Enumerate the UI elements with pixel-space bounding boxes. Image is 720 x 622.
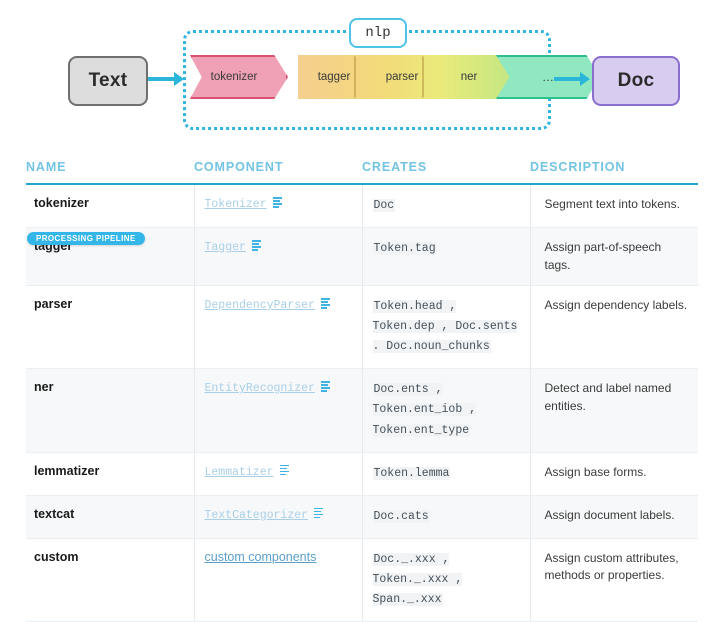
cell-component: DependencyParser bbox=[193, 285, 362, 370]
component-link[interactable]: EntityRecognizer bbox=[204, 382, 315, 396]
column-header-name: NAME bbox=[26, 160, 67, 174]
output-arrow-icon bbox=[554, 72, 590, 86]
cell-description: Assign dependency labels. bbox=[529, 285, 698, 370]
stage-tokenizer-label: tokenizer bbox=[210, 71, 258, 83]
cell-creates: Doc.cats bbox=[361, 495, 530, 539]
doc-icon[interactable] bbox=[320, 297, 330, 309]
stage-tokenizer: tokenizer bbox=[190, 55, 288, 99]
cell-creates: Doc._.xxx , Token._.xxx , Span._.xxx bbox=[361, 538, 530, 622]
table-row: custom custom components Doc._.xxx , Token… bbox=[26, 538, 698, 622]
table-row: parser DependencyParser Token.head , Token… bbox=[26, 285, 698, 370]
column-header-description: DESCRIPTION bbox=[530, 160, 626, 174]
component-link[interactable]: DependencyParser bbox=[204, 298, 315, 312]
cell-component: Tagger bbox=[193, 227, 362, 286]
cell-creates: Token.tag bbox=[361, 227, 530, 286]
table-head: NAME COMPONENT CREATES DESCRIPTION bbox=[26, 160, 698, 184]
stage-ner: ner bbox=[436, 55, 502, 99]
stage-parser-label: parser bbox=[385, 71, 419, 83]
table-row: textcat TextCategorizer Doc.cats Assign doc… bbox=[26, 495, 698, 539]
component-link[interactable]: TextCategorizer bbox=[204, 508, 309, 522]
stage-tagger: tagger bbox=[298, 55, 370, 99]
creates-code: Doc.ents , Token.ent_iob , Token.ent_typ… bbox=[372, 383, 477, 437]
cell-creates: Doc bbox=[361, 184, 530, 229]
doc-icon[interactable] bbox=[279, 464, 289, 476]
cell-component: TextCategorizer bbox=[193, 495, 362, 539]
cell-description: Assign document labels. bbox=[529, 495, 698, 539]
stage-ner-label: ner bbox=[460, 71, 478, 83]
cell-name: custom bbox=[26, 538, 194, 622]
nlp-label-text: nlp bbox=[365, 25, 391, 41]
cell-description: Assign base forms. bbox=[529, 452, 698, 496]
creates-code: Doc.cats bbox=[372, 509, 430, 523]
creates-code: Doc bbox=[372, 199, 396, 212]
cell-name: textcat bbox=[26, 495, 194, 539]
column-header-creates: CREATES bbox=[362, 160, 428, 174]
stage-parser: parser bbox=[366, 55, 438, 99]
cell-description: Segment text into tokens. bbox=[529, 184, 698, 229]
table-body: tokenizer Tokenizer Doc Segment text into t… bbox=[26, 184, 698, 622]
cell-component: custom components bbox=[193, 538, 362, 622]
input-arrow-icon bbox=[148, 72, 184, 86]
cell-component: Tokenizer bbox=[193, 184, 362, 229]
doc-icon[interactable] bbox=[320, 381, 330, 392]
stage-notch-1 bbox=[354, 55, 372, 99]
creates-code: Token.lemma bbox=[372, 466, 451, 480]
cell-description: Detect and label named entities. bbox=[529, 368, 698, 453]
component-link[interactable]: Lemmatizer bbox=[204, 465, 274, 479]
cell-creates: Doc.ents , Token.ent_iob , Token.ent_typ… bbox=[361, 368, 530, 453]
input-text-box: Text bbox=[68, 56, 148, 106]
pipeline-components-table-wrap: NAME COMPONENT CREATES DESCRIPTION token… bbox=[0, 160, 720, 622]
doc-icon[interactable] bbox=[251, 240, 261, 251]
nlp-label-box: nlp bbox=[349, 18, 407, 48]
output-doc-box: Doc bbox=[592, 56, 680, 106]
doc-icon[interactable] bbox=[314, 507, 324, 519]
creates-code: Token.tag bbox=[372, 242, 437, 256]
stage-tagger-label: tagger bbox=[317, 71, 351, 83]
table-row: lemmatizer Lemmatizer Token.lemma Assign ba… bbox=[26, 452, 698, 496]
creates-code: Doc._.xxx , Token._.xxx , Span._.xxx bbox=[372, 552, 463, 607]
component-link[interactable]: Tokenizer bbox=[204, 198, 267, 211]
input-text-label: Text bbox=[88, 70, 128, 91]
pipeline-components-table: NAME COMPONENT CREATES DESCRIPTION token… bbox=[26, 160, 698, 622]
creates-code: Token.head , Token.dep , Doc.sents . Doc… bbox=[372, 299, 518, 354]
status-badge: PROCESSING PIPELINE bbox=[27, 232, 145, 245]
cell-creates: Token.head , Token.dep , Doc.sents . Doc… bbox=[361, 285, 530, 370]
pipeline-diagram: Text nlp tokenizer tagger parser ner … D… bbox=[0, 0, 720, 150]
cell-name: lemmatizer bbox=[26, 452, 194, 496]
cell-creates: Token.lemma bbox=[361, 452, 530, 496]
doc-icon[interactable] bbox=[272, 197, 282, 208]
table-row: tokenizer Tokenizer Doc Segment text into t… bbox=[26, 184, 698, 229]
component-link[interactable]: custom components bbox=[204, 549, 317, 564]
cell-description: Assign part-of-speech tags. bbox=[529, 227, 698, 286]
component-link[interactable]: Tagger bbox=[204, 241, 246, 255]
stage-more-label: … bbox=[542, 70, 554, 84]
cell-component: Lemmatizer bbox=[193, 452, 362, 496]
cell-name: tokenizer bbox=[26, 184, 194, 229]
output-doc-label: Doc bbox=[617, 70, 655, 91]
cell-description: Assign custom attributes, methods or pro… bbox=[529, 538, 698, 622]
cell-name: ner bbox=[26, 368, 194, 453]
column-header-component: COMPONENT bbox=[194, 160, 284, 174]
cell-component: EntityRecognizer bbox=[193, 368, 362, 453]
cell-name: parser bbox=[26, 285, 194, 370]
stage-notch-2 bbox=[422, 55, 440, 99]
table-header-row: NAME COMPONENT CREATES DESCRIPTION bbox=[26, 160, 698, 184]
stage-group-background bbox=[298, 55, 538, 99]
table-row: ner EntityRecognizer Doc.ents , Token.ent_… bbox=[26, 368, 698, 453]
